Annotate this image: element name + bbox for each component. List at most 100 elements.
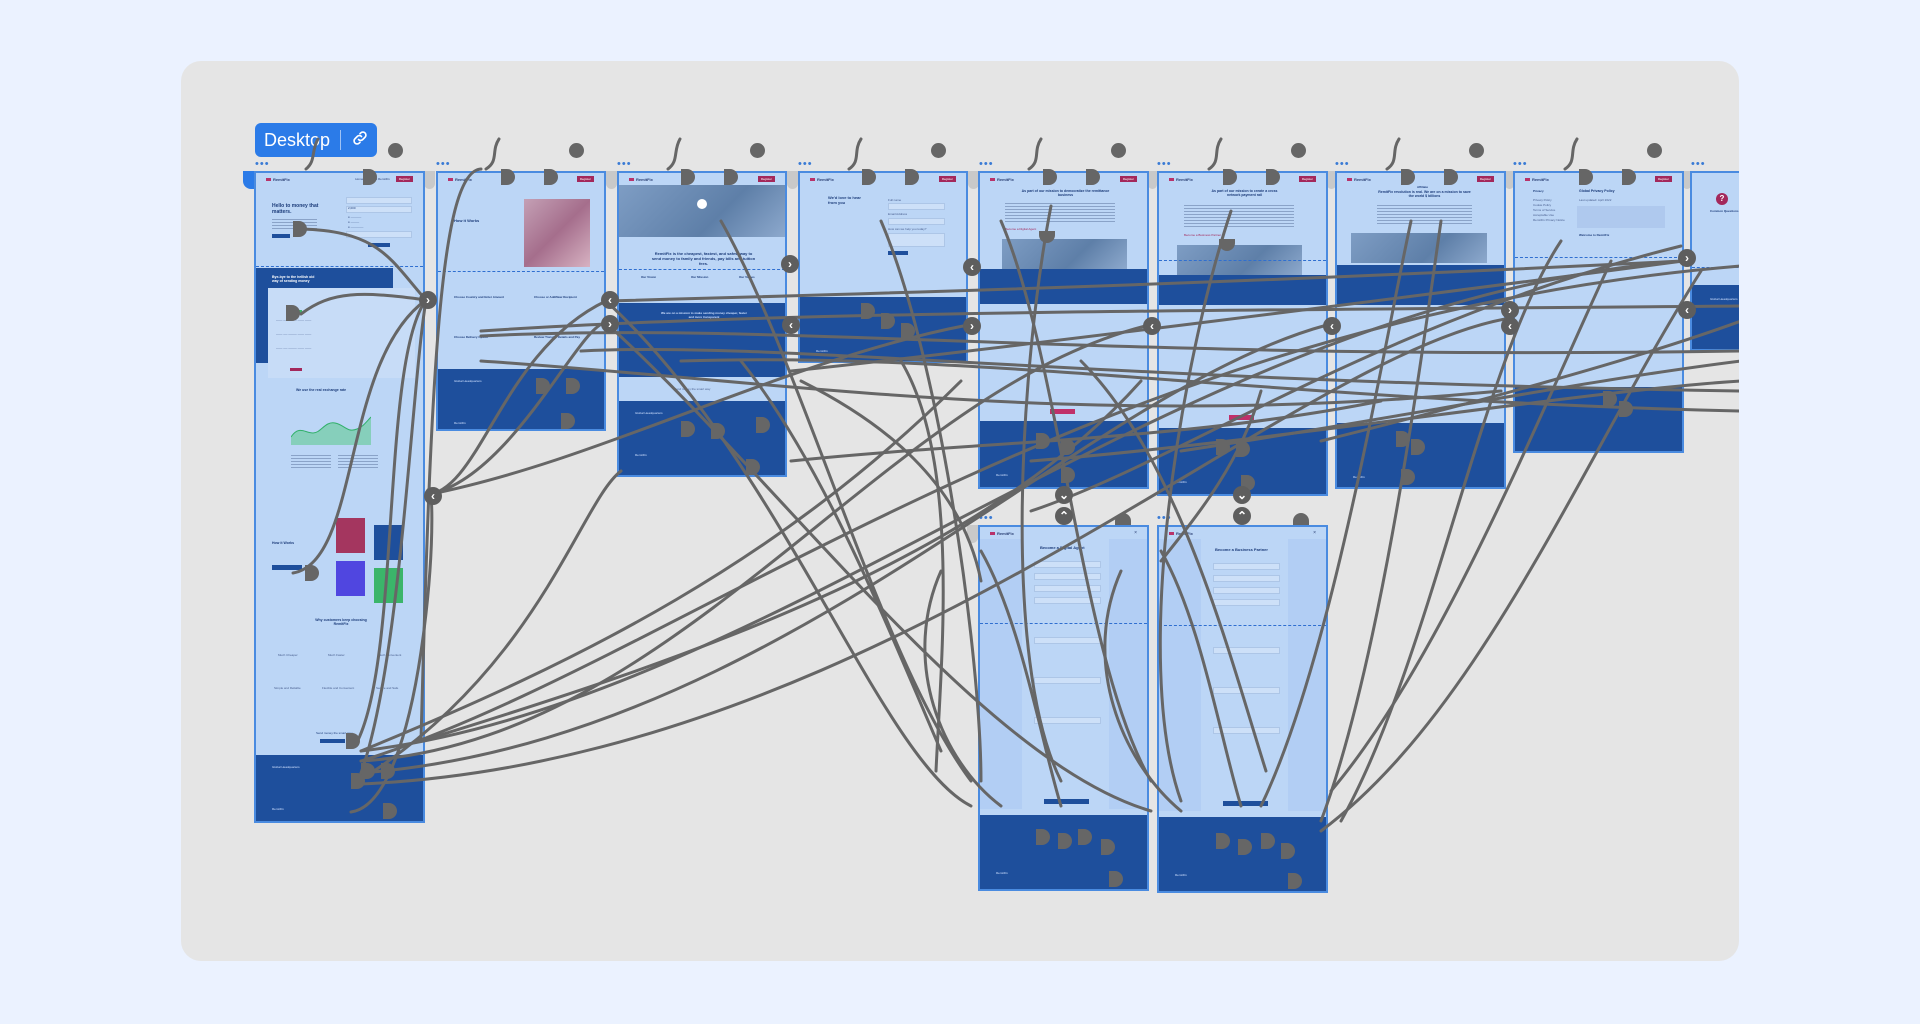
- connection-plug[interactable]: [1036, 829, 1050, 845]
- frame-menu-dots[interactable]: •••: [979, 512, 994, 524]
- connection-plug[interactable]: [501, 169, 515, 185]
- get-started-button[interactable]: [320, 739, 345, 743]
- frame-faq[interactable]: ? Common Questions Global Headquarters: [1690, 171, 1739, 351]
- submit-button[interactable]: [1044, 799, 1089, 804]
- connection-plug[interactable]: [1236, 441, 1250, 457]
- connection-plug[interactable]: [1216, 833, 1230, 849]
- connection-knob[interactable]: [931, 143, 946, 158]
- connection-plug[interactable]: [1061, 467, 1075, 483]
- submit-button[interactable]: [1223, 801, 1268, 806]
- register-button[interactable]: Register: [1119, 176, 1137, 182]
- connection-knob[interactable]: [1111, 143, 1126, 158]
- connection-knob[interactable]: [569, 143, 584, 158]
- connection-plug[interactable]: [1293, 513, 1309, 525]
- connection-plug[interactable]: [1401, 169, 1415, 185]
- close-icon[interactable]: ×: [1134, 530, 1137, 536]
- cta-button[interactable]: [1050, 409, 1075, 414]
- connection-plug[interactable]: [361, 763, 375, 779]
- form-field[interactable]: [1213, 563, 1280, 570]
- frame-menu-dots[interactable]: •••: [1157, 512, 1172, 524]
- connection-plug[interactable]: [681, 421, 695, 437]
- connection-plug[interactable]: [905, 169, 919, 185]
- form-field[interactable]: [1213, 687, 1280, 694]
- side-nav-item[interactable]: Acceptable Use: [1533, 213, 1555, 217]
- connection-plug[interactable]: [1619, 401, 1633, 417]
- connection-plug[interactable]: [1223, 169, 1237, 185]
- connection-plug[interactable]: [1281, 843, 1295, 859]
- side-nav-item[interactable]: RemitFix Privacy Notice: [1533, 218, 1565, 222]
- chevron-right-icon[interactable]: ›: [601, 315, 619, 333]
- connection-knob[interactable]: [1291, 143, 1306, 158]
- connection-plug[interactable]: [1061, 439, 1075, 455]
- connection-knob[interactable]: [1647, 143, 1662, 158]
- connection-plug[interactable]: [1115, 513, 1131, 525]
- register-button[interactable]: Register: [1654, 176, 1672, 182]
- nav-link[interactable]: Home: [355, 177, 364, 181]
- connection-plug[interactable]: [746, 459, 760, 475]
- form-field[interactable]: [1213, 647, 1280, 654]
- connection-plug[interactable]: [1261, 833, 1275, 849]
- amount-input[interactable]: [346, 206, 412, 213]
- become-agent-link[interactable]: Become a Digital Agent: [1005, 227, 1037, 231]
- connection-plug[interactable]: [351, 773, 365, 789]
- register-button[interactable]: Register: [395, 176, 413, 182]
- chevron-up-icon[interactable]: ⌃: [1233, 507, 1251, 525]
- chevron-left-icon[interactable]: ‹: [601, 291, 619, 309]
- connection-plug[interactable]: [756, 417, 770, 433]
- register-button[interactable]: Register: [938, 176, 956, 182]
- send-button[interactable]: [888, 251, 908, 255]
- form-field[interactable]: [1034, 717, 1101, 724]
- connection-plug[interactable]: [293, 221, 307, 237]
- connection-plug[interactable]: [544, 169, 558, 185]
- start-sending-button[interactable]: [272, 565, 302, 570]
- close-icon[interactable]: ×: [1313, 530, 1316, 536]
- connection-plug[interactable]: [711, 423, 725, 439]
- form-field[interactable]: [1034, 597, 1101, 604]
- connection-knob[interactable]: [388, 143, 403, 158]
- frame-menu-dots[interactable]: •••: [1513, 158, 1528, 170]
- connection-plug[interactable]: [383, 803, 397, 819]
- form-field[interactable]: [1034, 637, 1101, 644]
- form-field[interactable]: [1034, 585, 1101, 592]
- connection-plug[interactable]: [1622, 169, 1636, 185]
- frame-menu-dots[interactable]: •••: [617, 158, 632, 170]
- connection-plug[interactable]: [1036, 433, 1050, 449]
- connection-plug[interactable]: [561, 413, 575, 429]
- connection-knob[interactable]: [750, 143, 765, 158]
- side-nav-item[interactable]: Terms of Service: [1533, 208, 1556, 212]
- connection-plug[interactable]: [681, 169, 695, 185]
- form-field[interactable]: [1034, 677, 1101, 684]
- connection-plug[interactable]: [1444, 169, 1458, 185]
- become-partner-link[interactable]: Become a Business Partner: [1184, 233, 1222, 237]
- connection-plug[interactable]: [536, 378, 550, 394]
- chevron-left-icon[interactable]: ‹: [1323, 317, 1341, 335]
- connection-plug[interactable]: [1238, 839, 1252, 855]
- side-nav-item[interactable]: Cookie Policy: [1533, 203, 1552, 207]
- link-icon[interactable]: [351, 129, 369, 152]
- form-field[interactable]: [1213, 587, 1280, 594]
- frame-menu-dots[interactable]: •••: [1157, 158, 1172, 170]
- frame-menu-dots[interactable]: •••: [1335, 158, 1350, 170]
- name-field[interactable]: [888, 203, 945, 210]
- form-field[interactable]: [1213, 727, 1280, 734]
- connection-plug[interactable]: [1401, 469, 1415, 485]
- chevron-up-icon[interactable]: ⌃: [1055, 507, 1073, 525]
- connection-plug[interactable]: [881, 313, 895, 329]
- chevron-left-icon[interactable]: ‹: [963, 258, 981, 276]
- connection-plug[interactable]: [1396, 431, 1410, 447]
- chevron-down-icon[interactable]: ⌄: [1233, 486, 1251, 504]
- connection-plug[interactable]: [1078, 829, 1092, 845]
- chevron-left-icon[interactable]: ‹: [424, 487, 442, 505]
- send-money-button[interactable]: [368, 243, 390, 247]
- chevron-right-icon[interactable]: ›: [1678, 249, 1696, 267]
- connection-plug[interactable]: [363, 169, 377, 185]
- connection-plug[interactable]: [305, 565, 319, 581]
- register-button[interactable]: Register: [1298, 176, 1316, 182]
- connection-plug[interactable]: [1109, 871, 1123, 887]
- form-field[interactable]: [1034, 573, 1101, 580]
- register-button[interactable]: Register: [1476, 176, 1494, 182]
- email-field[interactable]: [888, 218, 945, 225]
